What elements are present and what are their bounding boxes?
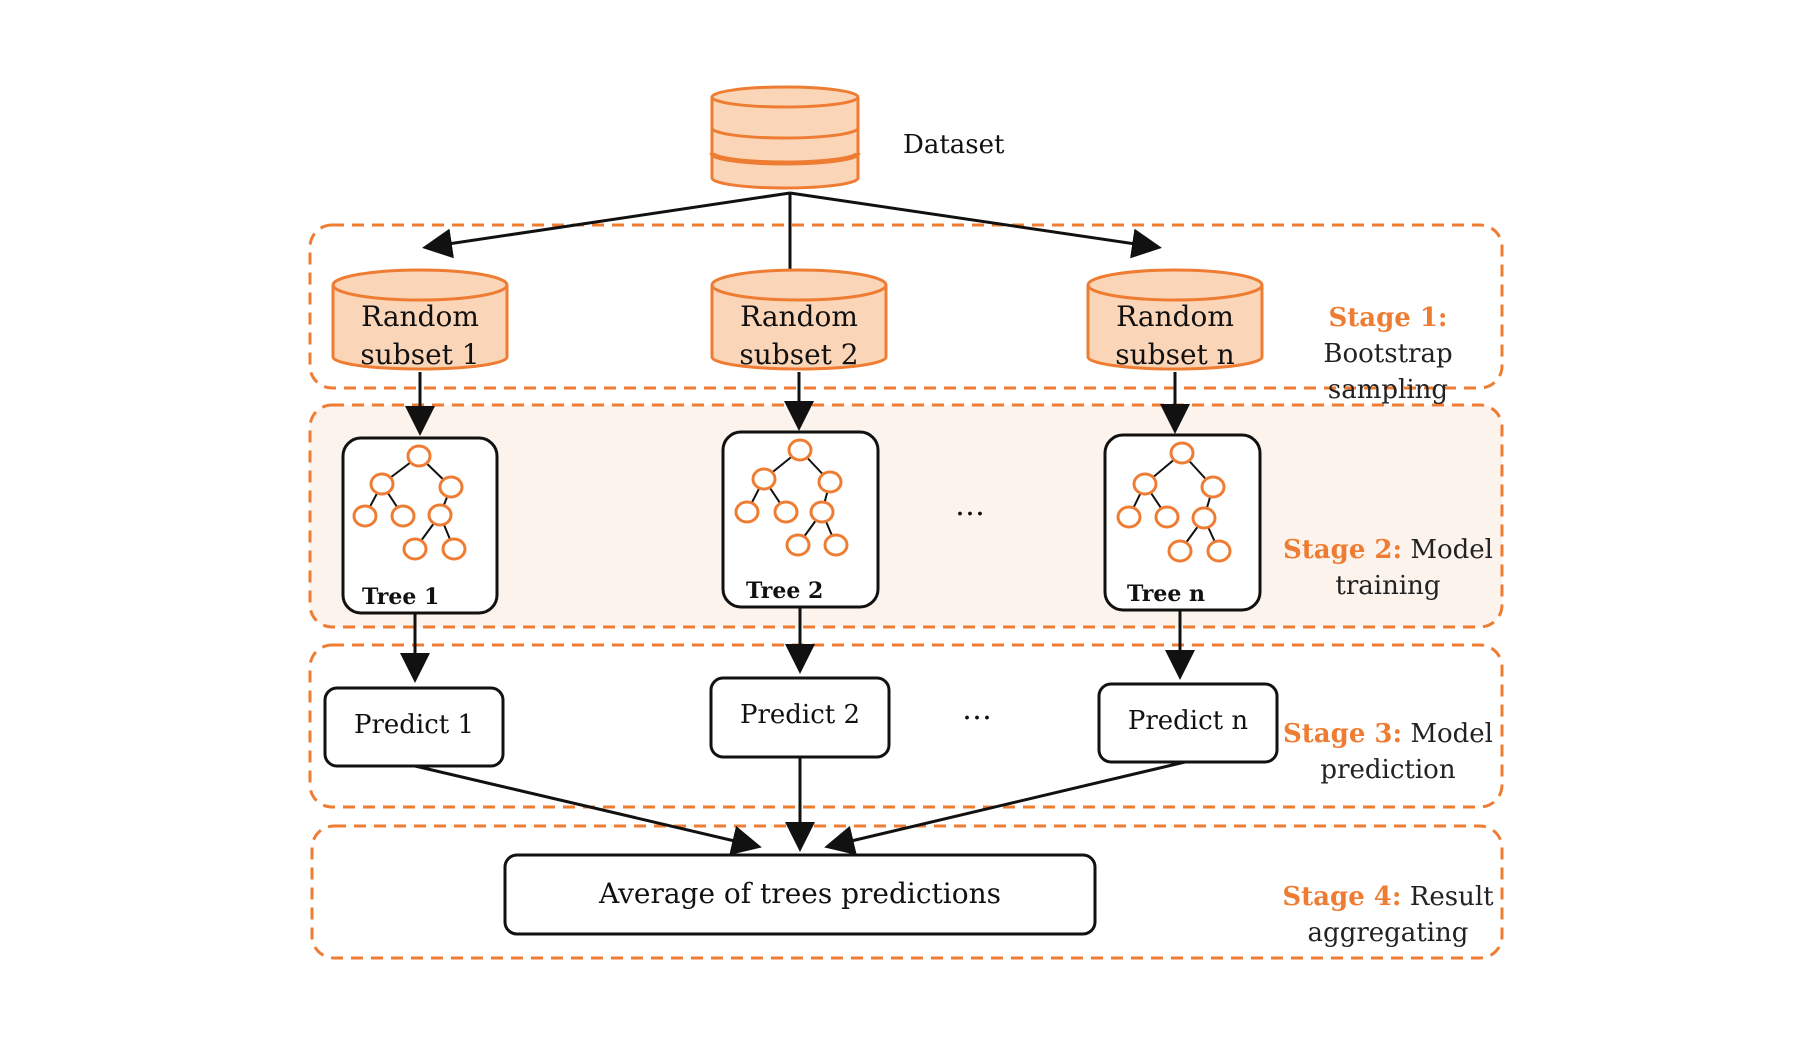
dataset-cylinder-icon — [709, 85, 861, 190]
stage-2-label: Stage 2: Model training — [1268, 533, 1508, 605]
stage-2-line2: training — [1335, 570, 1441, 601]
subset-2-label: Random subset 2 — [712, 298, 886, 374]
stage-3-label: Stage 3: Model prediction — [1268, 717, 1508, 789]
subset-2-line1: Random — [740, 300, 858, 333]
arrow-dataset-to-subset-n — [789, 191, 1162, 259]
subset-1-line2: subset 1 — [360, 337, 480, 371]
subset-n-line1: Random — [1116, 300, 1234, 333]
stage-3-line1: Model — [1410, 719, 1493, 749]
stage-1-prefix: Stage 1: — [1328, 303, 1448, 333]
subset-1-cylinder-icon — [331, 268, 509, 371]
predict-n-label: Predict n — [1127, 706, 1249, 736]
stage-3-prefix: Stage 3: — [1283, 719, 1403, 749]
stage-4-line2: aggregating — [1307, 917, 1469, 948]
arrow-predict-n-to-result — [824, 760, 1186, 856]
subset-n-label: Random subset n — [1088, 298, 1262, 374]
tree-n-icon — [1116, 441, 1232, 563]
result-label: Average of trees predictions — [598, 877, 1002, 910]
tree-2-caption: Tree 2 — [746, 578, 824, 604]
subset-1-line1: Random — [361, 300, 479, 333]
predict-1-label: Predict 1 — [353, 710, 475, 740]
stage-4-line1: Result — [1409, 882, 1494, 912]
stage-3-region — [308, 643, 1504, 809]
predict-2-label: Predict 2 — [739, 700, 861, 730]
predict-n-box — [1097, 682, 1279, 764]
tree-n-caption: Tree n — [1127, 581, 1206, 607]
subset-2-cylinder-icon — [710, 268, 888, 371]
arrow-dataset-to-subset-1 — [422, 191, 791, 259]
subset-2-line2: subset 2 — [739, 337, 859, 371]
stage-1-line1: Bootstrap — [1323, 338, 1453, 369]
ellipsis-trees: … — [955, 488, 985, 523]
ellipsis-predicts: … — [962, 692, 992, 727]
stage-1-region — [308, 223, 1504, 390]
stage-4-label: Stage 4: Result aggregating — [1268, 880, 1508, 952]
stage-3-line2: prediction — [1320, 754, 1456, 785]
result-box — [503, 853, 1097, 936]
tree-1-caption: Tree 1 — [362, 584, 440, 610]
stage-2-prefix: Stage 2: — [1283, 535, 1403, 565]
predict-1-box — [323, 686, 505, 768]
stage-1-line2: sampling — [1327, 374, 1449, 405]
dataset-label: Dataset — [903, 130, 1005, 160]
tree-1-icon — [352, 444, 467, 561]
arrow-predict-1-to-result — [414, 764, 762, 856]
subset-n-cylinder-icon — [1086, 268, 1264, 371]
tree-2-icon — [734, 438, 849, 557]
subset-1-label: Random subset 1 — [333, 298, 507, 374]
stage-4-region — [310, 824, 1504, 960]
subset-n-line2: subset n — [1115, 337, 1235, 371]
stage-4-prefix: Stage 4: — [1282, 882, 1402, 912]
stage-2-line1: Model — [1410, 535, 1493, 565]
stage-1-label: Stage 1: Bootstrap sampling — [1268, 301, 1508, 409]
